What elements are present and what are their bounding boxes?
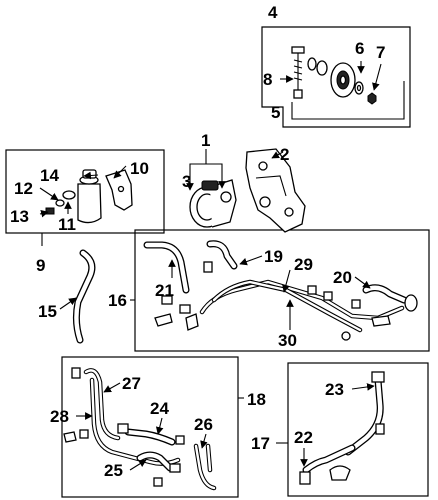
callout-12: 12: [14, 179, 33, 198]
group-box-pressure-lines: [61, 356, 239, 498]
callout-15: 15: [38, 302, 57, 321]
callout-7: 7: [376, 43, 385, 62]
callout-4: 4: [268, 3, 278, 22]
callout-10: 10: [130, 159, 149, 178]
hose-15-part: [72, 249, 96, 344]
callout-19: 19: [264, 247, 283, 266]
idler-pulley-part: [330, 62, 356, 98]
bolt-part: [291, 46, 305, 99]
group-box-pulley: [261, 26, 411, 128]
callout-27: 27: [122, 374, 141, 393]
callout-22: 22: [294, 428, 313, 447]
callout-18: 18: [247, 390, 266, 409]
pressure-line-27-part: [83, 368, 121, 441]
callout-16: 16: [108, 291, 127, 310]
fittings-17-part: [329, 423, 385, 481]
callout-29: 29: [294, 255, 313, 274]
callout-30: 30: [278, 331, 297, 350]
fittings-18-part: [63, 367, 185, 487]
callout-28: 28: [50, 407, 69, 426]
callout-23: 23: [325, 380, 344, 399]
fittings-16-part: [154, 261, 391, 341]
power-steering-pump: [189, 179, 237, 228]
group-box-return-hose: [287, 362, 429, 497]
hose-22-part: [299, 444, 356, 485]
callout-numbers: 4 6 7 8 5 1 2 3 14 10 12 13 11 9 15 16 2…: [10, 3, 385, 480]
pressure-line-29-part: [199, 279, 405, 333]
hose-19-part: [206, 240, 238, 270]
callout-6: 6: [355, 39, 364, 58]
spacer-ring-part: [354, 81, 364, 95]
callout-26: 26: [194, 415, 213, 434]
hose-20-part: [362, 284, 418, 312]
washer-part: [307, 57, 328, 76]
callout-17: 17: [251, 434, 270, 453]
nut-part: [367, 92, 377, 105]
callout-25: 25: [104, 461, 123, 480]
hose-24-part: [124, 428, 176, 446]
callout-1: 1: [201, 131, 210, 150]
callout-24: 24: [150, 399, 169, 418]
hose-21-part: [143, 241, 190, 294]
leader-lines: [39, 61, 382, 471]
group-box-reservoir: [5, 149, 165, 234]
callout-3: 3: [182, 172, 191, 191]
hose-25-part: [136, 451, 174, 472]
hose-23-part: [344, 371, 385, 456]
callout-8: 8: [263, 70, 272, 89]
callout-21: 21: [155, 281, 174, 300]
reservoir-bracket-part: [105, 169, 133, 211]
callout-5: 5: [271, 103, 280, 122]
reservoir-part: [77, 169, 102, 224]
callout-14: 14: [40, 166, 59, 185]
pump-bracket: [245, 148, 306, 233]
callout-2: 2: [280, 145, 289, 164]
callout-11: 11: [58, 215, 76, 234]
callout-9: 9: [36, 256, 45, 275]
callout-1-bracket-line: [189, 163, 223, 170]
callout-20: 20: [333, 268, 352, 287]
bracket-outline: [291, 81, 405, 120]
callout-13: 13: [10, 207, 29, 226]
small-bolt-part: [45, 207, 55, 215]
clamp-part: [55, 190, 76, 207]
tube-26-part: [193, 443, 217, 491]
